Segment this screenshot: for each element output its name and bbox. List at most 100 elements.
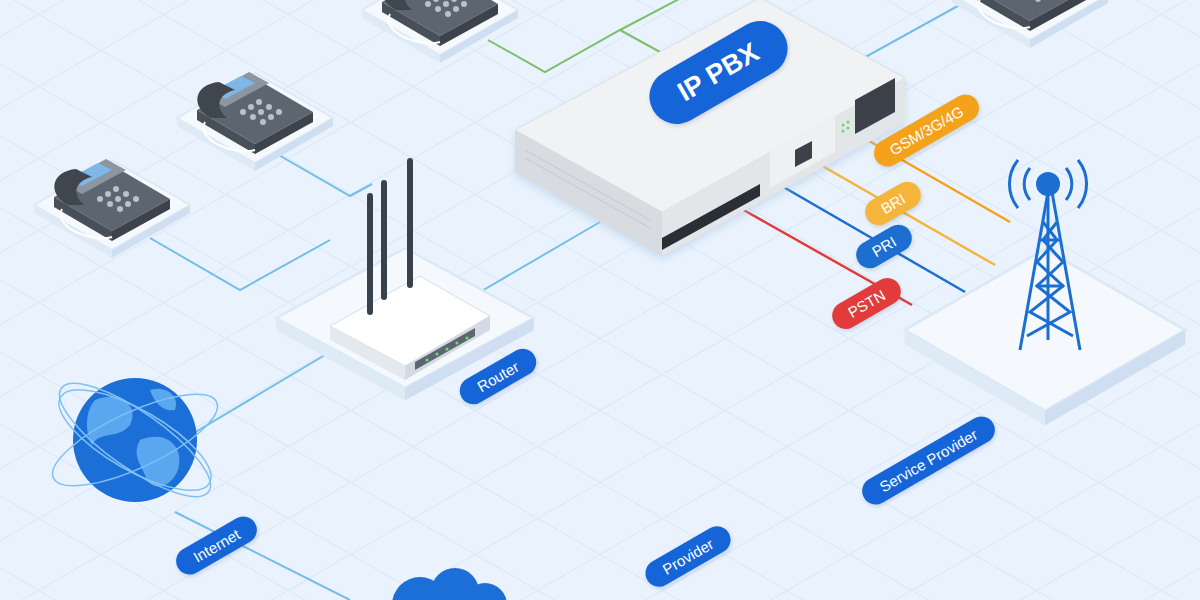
drawing-polygon [515,130,662,256]
internet-globe [42,365,229,514]
drawing-circle [847,127,850,130]
drawing-circle [425,358,428,361]
drawing-line [0,568,1200,600]
drawing-line [525,158,650,228]
drawing-polyline [1030,222,1073,336]
drawing-path [1066,168,1072,200]
drawing-circle [465,336,468,339]
label-text: PRI [869,232,899,259]
drawing-polygon [330,326,405,380]
drawing-use [34,160,190,258]
drawing-group [276,248,533,400]
drawing-group [1009,160,1086,350]
trunk-label: PRI [851,219,916,272]
drawing-polygon [405,316,490,380]
drawing-polygon [855,78,895,134]
drawing-line [0,0,1200,541]
device-label: Router [455,343,541,408]
cell-tower [905,160,1186,425]
drawing-group [177,72,333,171]
drawing-ellipse [42,377,229,504]
drawing-circle [455,341,458,344]
drawing-use [382,0,498,46]
drawing-group [367,158,413,315]
drawing-polyline [1027,222,1070,336]
drawing-polyline [182,352,330,440]
drawing-line [0,208,1200,600]
drawing-rect [407,158,413,288]
drawing-group [952,0,1108,48]
drawing-line [525,150,650,220]
drawing-use [276,248,533,400]
device-label: IP PBX [639,10,797,133]
drawing-use [177,73,333,171]
drawing-line [0,496,1200,600]
drawing-group [525,150,650,228]
drawing-polygon [770,114,835,188]
drawing-line [0,496,1200,600]
device-label: Provider [641,521,736,591]
drawing-use [54,159,170,241]
drawing-ellipse [45,365,225,514]
label-text: GSM/3G/4G [886,102,966,158]
drawing-line [1036,285,1064,288]
drawing-line [0,208,1200,600]
drawing-group [842,121,850,133]
drawing-ellipse [46,371,225,509]
drawing-line [0,568,1200,600]
drawing-path [1009,160,1018,208]
drawing-path [1078,160,1087,208]
drawing-polyline [860,2,965,60]
drawing-use [952,0,1108,48]
drawing-circle [847,121,850,124]
drawing-rect [395,598,505,600]
drawing-polyline [175,512,350,600]
drawing-group [905,249,1186,425]
drawing-path [1024,168,1030,200]
label-text: PSTN [844,286,887,321]
drawing-group [42,365,229,514]
drawing-use [362,0,518,63]
drawing-group [34,159,190,258]
ip-pbx-device [515,0,905,256]
phone-set [34,0,1108,258]
label-text: Service Provider [876,425,980,495]
label-text: BRI [878,189,908,216]
drawing-circle [842,130,845,133]
drawing-polyline [150,238,330,290]
drawing-circle [435,352,438,355]
drawing-line [0,0,1200,541]
drawing-rect [381,180,387,300]
drawing-group [362,0,518,63]
device-label: Internet [171,511,262,579]
drawing-polygon [662,184,760,250]
drawing-line [1040,239,1060,242]
label-text: Router [474,357,521,394]
label-text: Internet [190,525,243,565]
cloud-shape [392,568,507,600]
drawing-rect [367,193,373,315]
trunk-label: BRI [860,176,925,229]
drawing-line [1047,192,1050,340]
drawing-polygon [415,328,475,370]
drawing-polygon [795,141,812,167]
trunk-label: GSM/3G/4G [869,89,984,171]
drawing-use [905,249,1186,425]
device-label: Service Provider [857,411,1000,509]
drawing-use [197,72,313,154]
drawing-polyline [480,222,600,292]
label-text: Provider [660,535,717,578]
drawing-path [137,437,180,487]
label-text: IP PBX [672,37,764,108]
drawing-polyline [270,150,372,196]
trunk-label: PSTN [827,273,905,334]
drawing-group [425,336,468,361]
drawing-use [972,0,1088,31]
